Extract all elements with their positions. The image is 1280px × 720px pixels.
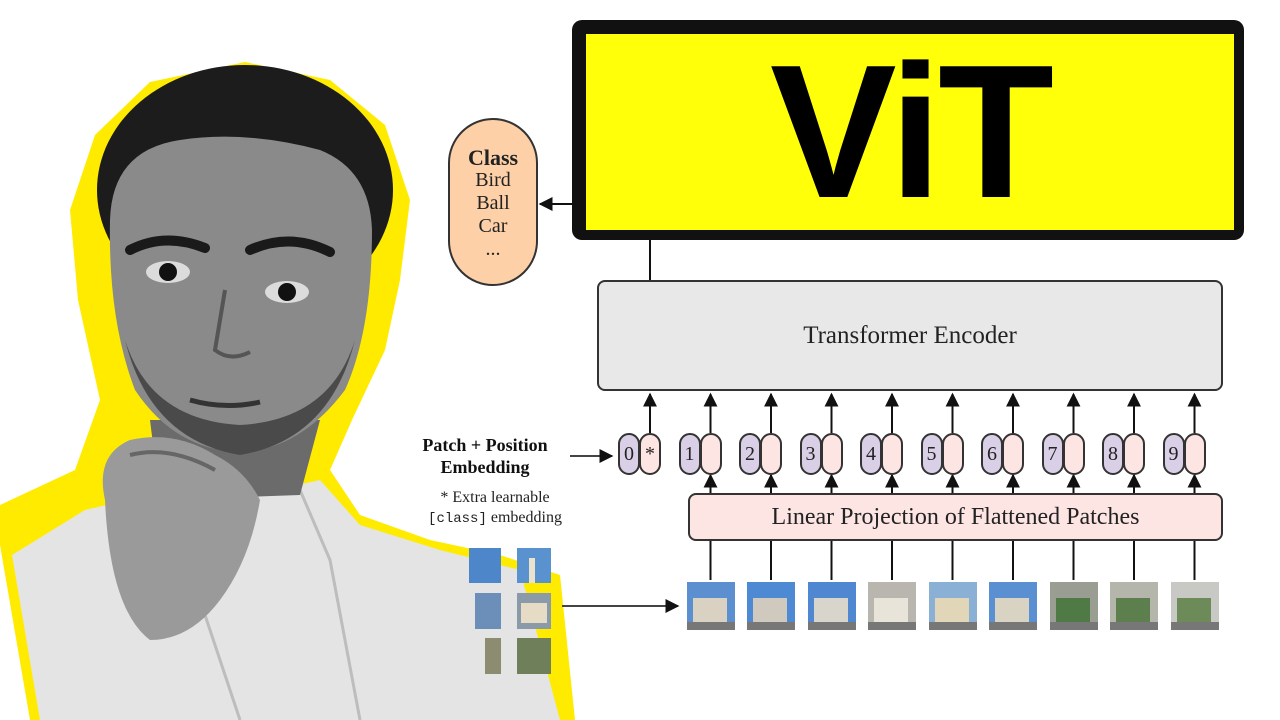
face: [109, 136, 373, 452]
position-token-7: 7: [1041, 433, 1064, 475]
image-patch: [1110, 582, 1158, 630]
patch-embedding-token: *: [639, 433, 661, 475]
token-arrows: [643, 392, 1202, 433]
image-patch: [928, 582, 977, 630]
presenter-photo: [0, 62, 575, 720]
transformer-encoder-box: Transformer Encoder: [597, 280, 1223, 391]
patch-lines: [703, 473, 1202, 580]
patch-embedding-token: [820, 433, 843, 475]
linear-projection-box: Linear Projection of Flattened Patches: [688, 493, 1223, 541]
patch-embedding-token: [881, 433, 903, 475]
extra-note-line2: [class] embedding: [405, 508, 585, 529]
image-patch: [1049, 582, 1098, 630]
image-patch: [868, 582, 916, 630]
patch-embedding-token: [699, 433, 722, 475]
position-token-8: 8: [1102, 433, 1124, 475]
patch-embedding-token: [941, 433, 964, 475]
image-patch: [807, 582, 856, 630]
class-item: ...: [485, 238, 501, 260]
source-image-grid: [469, 548, 551, 674]
image-patch: [686, 582, 735, 630]
position-token-2: 2: [739, 433, 761, 475]
class-output-box: Class Bird Ball Car ...: [448, 118, 538, 286]
position-token-3: 3: [799, 433, 822, 475]
class-item: Ball: [476, 192, 510, 214]
patch-embedding-token: [1183, 433, 1206, 475]
patch-embedding-token: [1123, 433, 1145, 475]
class-heading: Class: [467, 145, 519, 170]
extra-embedding-note: * Extra learnable [class] embedding: [405, 488, 585, 529]
image-patch: [747, 582, 795, 630]
hand: [102, 437, 261, 640]
position-token-5: 5: [920, 433, 943, 475]
position-token-0: 0: [618, 433, 640, 475]
class-item: Bird: [475, 169, 511, 191]
patch-embedding-token: [760, 433, 782, 475]
class-item: Car: [478, 215, 508, 237]
title-text: ViT: [769, 26, 1054, 238]
position-token-4: 4: [860, 433, 882, 475]
embedding-label-line2: Embedding: [440, 457, 530, 477]
patch-position-embedding-label: Patch + Position Embedding: [400, 434, 570, 478]
extra-note-suffix: embedding: [486, 509, 562, 526]
extra-note-line1: * Extra learnable: [440, 489, 550, 506]
title-background: [586, 34, 1234, 230]
patch-embedding-token: [1002, 433, 1024, 475]
class-token-text: [class]: [428, 511, 487, 527]
position-token-1: 1: [678, 433, 701, 475]
image-patch: [989, 582, 1037, 630]
position-token-9: 9: [1162, 433, 1185, 475]
embedding-label-line1: Patch + Position: [422, 435, 548, 455]
patch-embedding-token: [1062, 433, 1085, 475]
image-patch: [1170, 582, 1219, 630]
position-token-6: 6: [981, 433, 1003, 475]
